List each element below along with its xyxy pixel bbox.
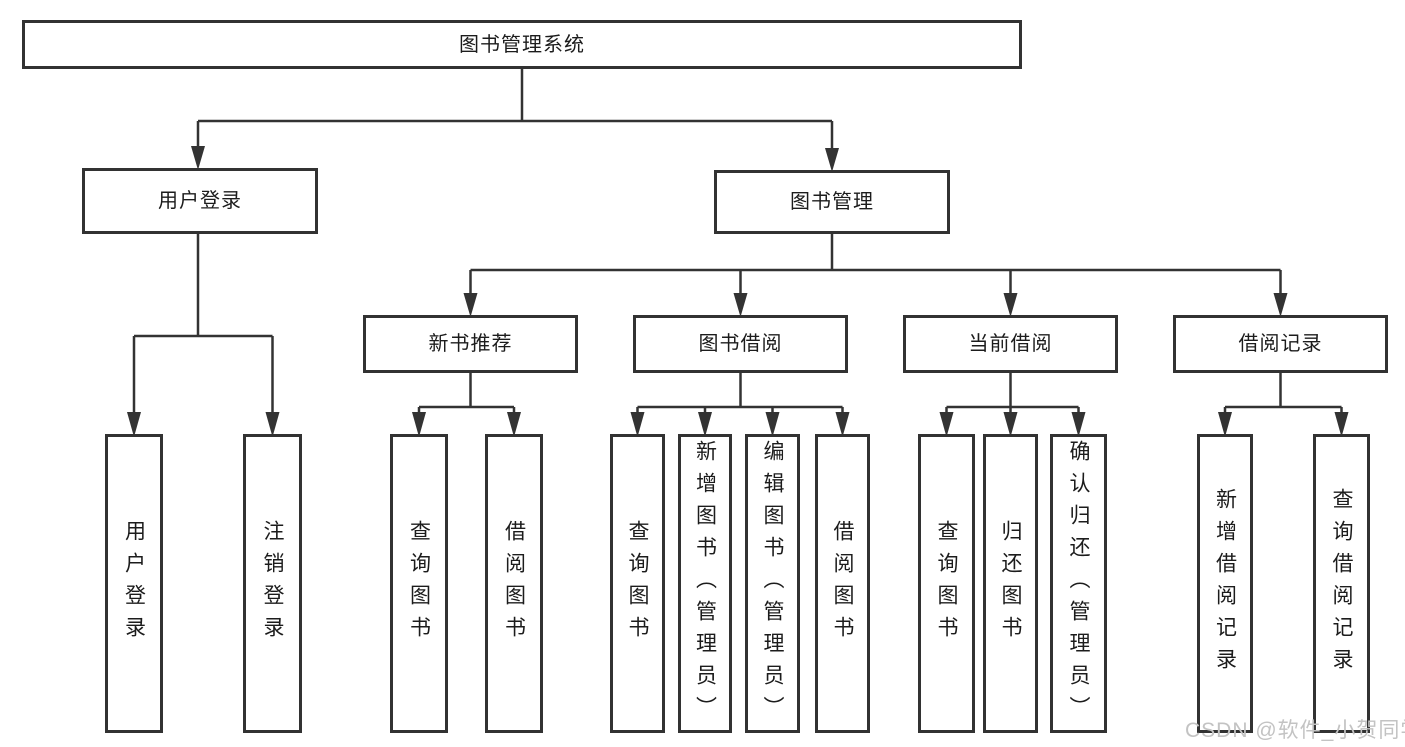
- node-label: 新增借阅记录: [1213, 487, 1237, 680]
- node-borrow-records: 借阅记录: [1173, 315, 1388, 373]
- arrowhead-icon: [698, 412, 712, 437]
- leaf-query-books-current: 查询图书: [918, 434, 975, 733]
- leaf-edit-books-admin: 编辑图书（管理员）: [745, 434, 800, 733]
- arrowhead-icon: [1003, 293, 1018, 317]
- leaf-query-books-recommend: 查询图书: [390, 434, 448, 733]
- node-current-borrow: 当前借阅: [903, 315, 1118, 373]
- node-label: 新书推荐: [428, 333, 513, 355]
- arrowheads: [127, 146, 1349, 437]
- node-label: 用户登录: [158, 190, 242, 212]
- edge-user-login-children: [132, 234, 274, 414]
- arrowhead-icon: [191, 146, 205, 170]
- leaf-return-books: 归还图书: [983, 434, 1038, 733]
- leaf-borrow-books: 借阅图书: [815, 434, 870, 733]
- node-label: 查询图书: [626, 519, 649, 648]
- node-label: 注销登录: [261, 519, 284, 648]
- arrowhead-icon: [1218, 412, 1232, 437]
- node-label: 确认归还（管理员）: [1067, 439, 1090, 728]
- node-label: 借阅图书: [502, 519, 526, 648]
- node-book-borrow: 图书借阅: [633, 315, 848, 373]
- edge-borrow-records-children: [1223, 373, 1343, 414]
- node-label: 编辑图书（管理员）: [761, 439, 784, 728]
- leaf-logout: 注销登录: [243, 434, 302, 733]
- leaf-query-borrow-record: 查询借阅记录: [1313, 434, 1370, 733]
- node-label: 借阅记录: [1238, 333, 1323, 355]
- node-new-book-recommend: 新书推荐: [363, 315, 578, 373]
- edge-book-borrow-children: [636, 373, 844, 414]
- node-book-management: 图书管理: [714, 170, 950, 234]
- arrowhead-icon: [412, 412, 426, 437]
- arrowhead-icon: [1334, 412, 1349, 437]
- edge-book-mgmt-children: [469, 234, 1282, 295]
- arrowhead-icon: [1273, 293, 1288, 317]
- arrowhead-icon: [765, 412, 780, 437]
- arrowhead-icon: [733, 293, 748, 317]
- connector-paths: [132, 69, 1343, 414]
- arrowhead-icon: [507, 412, 521, 437]
- edge-current-borrow-children: [945, 373, 1080, 414]
- node-label: 图书借阅: [698, 333, 783, 355]
- arrowhead-icon: [1071, 412, 1086, 437]
- arrowhead-icon: [939, 412, 954, 437]
- edge-root-to-level2: [196, 69, 834, 150]
- leaf-add-books-admin: 新增图书（管理员）: [678, 434, 732, 733]
- leaf-borrow-books-recommend: 借阅图书: [485, 434, 543, 733]
- edge-new-book-children: [417, 373, 516, 414]
- arrowhead-icon: [1003, 412, 1018, 437]
- node-label: 查询借阅记录: [1330, 487, 1353, 680]
- node-label: 借阅图书: [831, 519, 854, 648]
- arrowhead-icon: [835, 412, 850, 437]
- node-label: 图书管理系统: [459, 33, 585, 56]
- arrowhead-icon: [825, 148, 839, 172]
- leaf-user-login: 用户登录: [105, 434, 163, 733]
- leaf-query-books-borrow: 查询图书: [610, 434, 665, 733]
- node-user-login: 用户登录: [82, 168, 318, 234]
- node-label: 查询图书: [935, 519, 958, 648]
- arrowhead-icon: [630, 412, 645, 437]
- arrowhead-icon: [127, 412, 141, 437]
- arrowhead-icon: [265, 412, 280, 437]
- arrowhead-icon: [463, 293, 478, 317]
- node-label: 用户登录: [122, 519, 146, 648]
- node-label: 查询图书: [407, 519, 431, 648]
- node-label: 新增图书（管理员）: [693, 439, 717, 728]
- node-label: 归还图书: [999, 519, 1022, 648]
- node-label: 当前借阅: [968, 333, 1053, 355]
- node-root-system: 图书管理系统: [22, 20, 1022, 69]
- node-label: 图书管理: [790, 191, 874, 213]
- csdn-watermark: CSDN @软件_小贺同学: [1185, 719, 1405, 742]
- leaf-confirm-return-admin: 确认归还（管理员）: [1050, 434, 1107, 733]
- leaf-add-borrow-record: 新增借阅记录: [1197, 434, 1253, 733]
